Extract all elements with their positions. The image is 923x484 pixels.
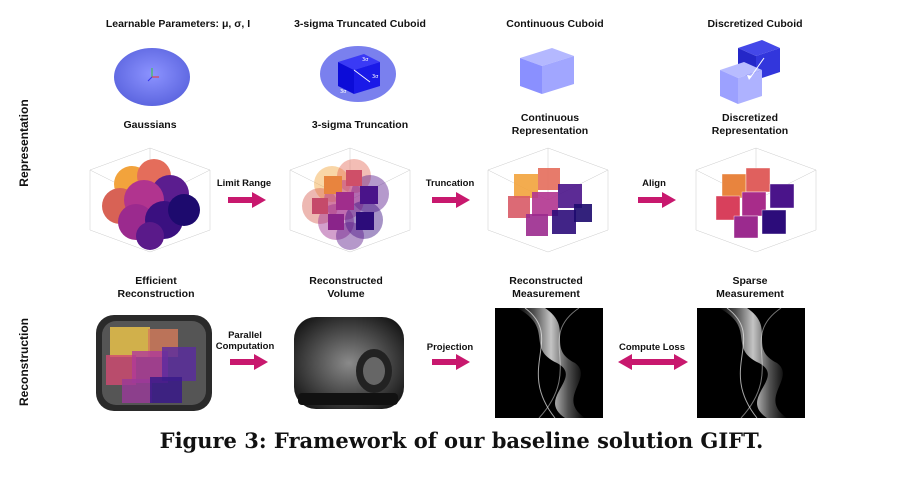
reconstruction-row-label: Reconstruction [17,318,31,407]
svg-text:3σ: 3σ [340,89,347,95]
discretized-cuboid-illustration [720,40,780,104]
sparse-measurement-label: Sparse Measurement [690,275,810,301]
continuous-cuboid-illustration [520,48,574,94]
learnable-params-label: Learnable Parameters: μ, σ, I [105,18,251,30]
figure-caption: Figure 3: Framework of our baseline solu… [159,428,764,453]
compute-loss-arrow-label: Compute Loss [619,342,685,353]
truncation-plot [289,147,411,253]
svg-text:3σ: 3σ [372,74,379,80]
discretized-rep-line1: Discretized [721,112,779,124]
parallel-computation-arrow [230,354,268,370]
efficient-reconstruction-image [96,315,212,411]
continuous-rep-line1: Continuous [520,112,580,124]
reconstructed-volume-image [294,317,404,409]
discretized-rep-plot [695,147,817,253]
reconstructed-measurement-line1: Reconstructed [509,275,583,287]
svg-text:3σ: 3σ [362,57,369,63]
sparse-measurement-image [697,307,805,419]
representation-row-label: Representation [17,99,31,187]
reconstructed-volume-line1: Reconstructed [309,275,383,287]
truncated-cuboid-illustration: 3σ 3σ 3σ [320,46,396,102]
limit-range-arrow-label: Limit Range [216,178,272,189]
truncation-arrow-label: Truncation [425,178,475,189]
align-arrow-label: Align [642,178,666,189]
limit-range-arrow [228,192,266,208]
discretized-rep-line2: Representation [711,125,789,137]
truncated-cuboid-label: 3-sigma Truncated Cuboid [294,18,426,30]
continuous-cuboid-label: Continuous Cuboid [506,18,604,30]
reconstructed-measurement-line2: Measurement [512,288,580,300]
gaussians-plot [89,147,211,253]
continuous-rep-label: Continuous Representation [490,112,610,138]
align-arrow [638,192,676,208]
continuous-rep-plot [487,147,609,253]
truncation-arrow [432,192,470,208]
reconstructed-volume-line2: Volume [327,288,365,300]
projection-arrow [432,354,470,370]
parallel-computation-arrow-label: Parallel Computation [210,330,280,352]
sparse-measurement-line1: Sparse [732,275,768,287]
gaussian-ellipse-illustration [114,48,190,106]
efficient-recon-line1: Efficient [135,275,177,287]
sparse-measurement-line2: Measurement [716,288,784,300]
parallel-computation-line1: Parallel [228,330,262,341]
reconstructed-measurement-label: Reconstructed Measurement [486,275,606,301]
parallel-computation-line2: Computation [215,341,275,352]
reconstructed-measurement-image [495,307,603,419]
discretized-rep-label: Discretized Representation [690,112,810,138]
projection-arrow-label: Projection [426,342,474,353]
discretized-cuboid-label: Discretized Cuboid [707,18,803,30]
truncation-label: 3-sigma Truncation [311,119,409,131]
compute-loss-double-arrow [618,354,688,370]
efficient-recon-label: Efficient Reconstruction [96,275,216,301]
reconstructed-volume-label: Reconstructed Volume [286,275,406,301]
continuous-rep-line2: Representation [511,125,589,137]
efficient-recon-line2: Reconstruction [117,288,195,300]
gaussians-label: Gaussians [123,119,177,131]
